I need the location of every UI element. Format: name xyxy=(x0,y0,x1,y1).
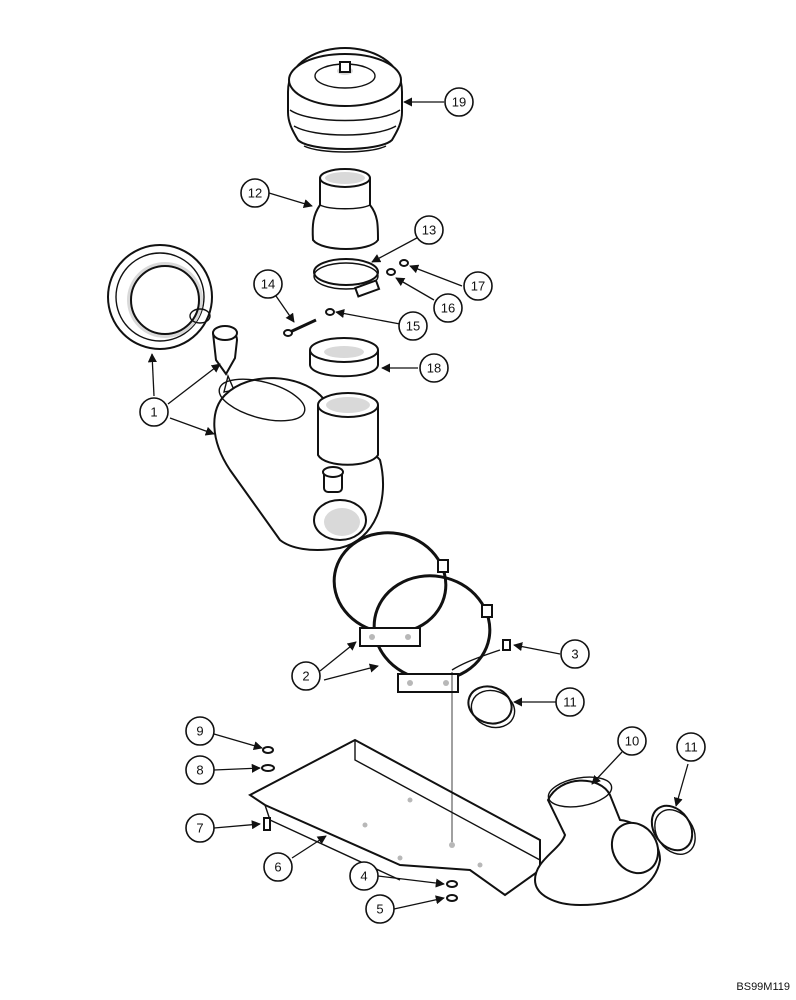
callout-7: 7 xyxy=(185,813,215,843)
nut-17 xyxy=(399,259,409,267)
washer-8 xyxy=(261,764,275,772)
precleaner-cap xyxy=(287,46,403,153)
callout-14: 14 xyxy=(253,269,283,299)
callout-11-right: 11 xyxy=(676,732,706,762)
callout-3: 3 xyxy=(560,639,590,669)
svg-text:10: 10 xyxy=(625,734,639,749)
svg-text:8: 8 xyxy=(196,763,203,778)
washer-16 xyxy=(386,268,396,276)
callout-9: 9 xyxy=(185,716,215,746)
callout-6: 6 xyxy=(263,852,293,882)
bolt-14 xyxy=(283,318,317,337)
hose-clamp-middle xyxy=(467,685,516,729)
callout-10: 10 xyxy=(617,726,647,756)
svg-text:11: 11 xyxy=(563,695,577,710)
callout-13: 13 xyxy=(414,215,444,245)
svg-text:9: 9 xyxy=(196,724,203,739)
svg-text:14: 14 xyxy=(261,277,275,292)
bolt-3 xyxy=(451,639,511,671)
callout-12: 12 xyxy=(240,178,270,208)
svg-text:16: 16 xyxy=(441,301,455,316)
svg-text:19: 19 xyxy=(452,95,466,110)
svg-text:7: 7 xyxy=(196,821,203,836)
svg-text:15: 15 xyxy=(406,319,420,334)
callout-17: 17 xyxy=(463,271,493,301)
callout-1: 1 xyxy=(139,397,169,427)
svg-text:4: 4 xyxy=(360,869,367,884)
dust-valve xyxy=(211,325,239,393)
nut-9 xyxy=(262,746,274,754)
elbow-hose xyxy=(533,776,662,907)
callout-2: 2 xyxy=(291,661,321,691)
svg-text:12: 12 xyxy=(248,186,262,201)
svg-text:2: 2 xyxy=(302,669,309,684)
callout-19: 19 xyxy=(444,87,474,117)
ring-seal xyxy=(309,337,379,378)
bolt-7 xyxy=(263,817,271,831)
leader-lines xyxy=(147,97,689,910)
svg-text:1: 1 xyxy=(150,405,157,420)
callout-16: 16 xyxy=(433,293,463,323)
nut-5 xyxy=(446,894,458,902)
washer-4 xyxy=(446,880,458,888)
svg-text:18: 18 xyxy=(427,361,441,376)
svg-text:6: 6 xyxy=(274,860,281,875)
callout-18: 18 xyxy=(419,353,449,383)
hose-clamp-upper xyxy=(313,258,381,298)
svg-text:13: 13 xyxy=(422,223,436,238)
mounting-bands xyxy=(332,531,493,693)
callout-11-middle: 11 xyxy=(555,687,585,717)
svg-text:17: 17 xyxy=(471,279,485,294)
callout-5: 5 xyxy=(365,894,395,924)
drawing-code: BS99M119 xyxy=(736,981,790,993)
hose-clamp-right xyxy=(650,804,696,855)
callout-8: 8 xyxy=(185,755,215,785)
adapter-tube xyxy=(311,168,380,250)
end-cover xyxy=(107,244,213,350)
washer-15 xyxy=(325,308,335,316)
air-filter-housing xyxy=(213,377,385,551)
svg-text:11: 11 xyxy=(684,740,698,755)
svg-text:3: 3 xyxy=(571,647,578,662)
svg-text:5: 5 xyxy=(376,902,383,917)
callout-15: 15 xyxy=(398,311,428,341)
callout-4: 4 xyxy=(349,861,379,891)
